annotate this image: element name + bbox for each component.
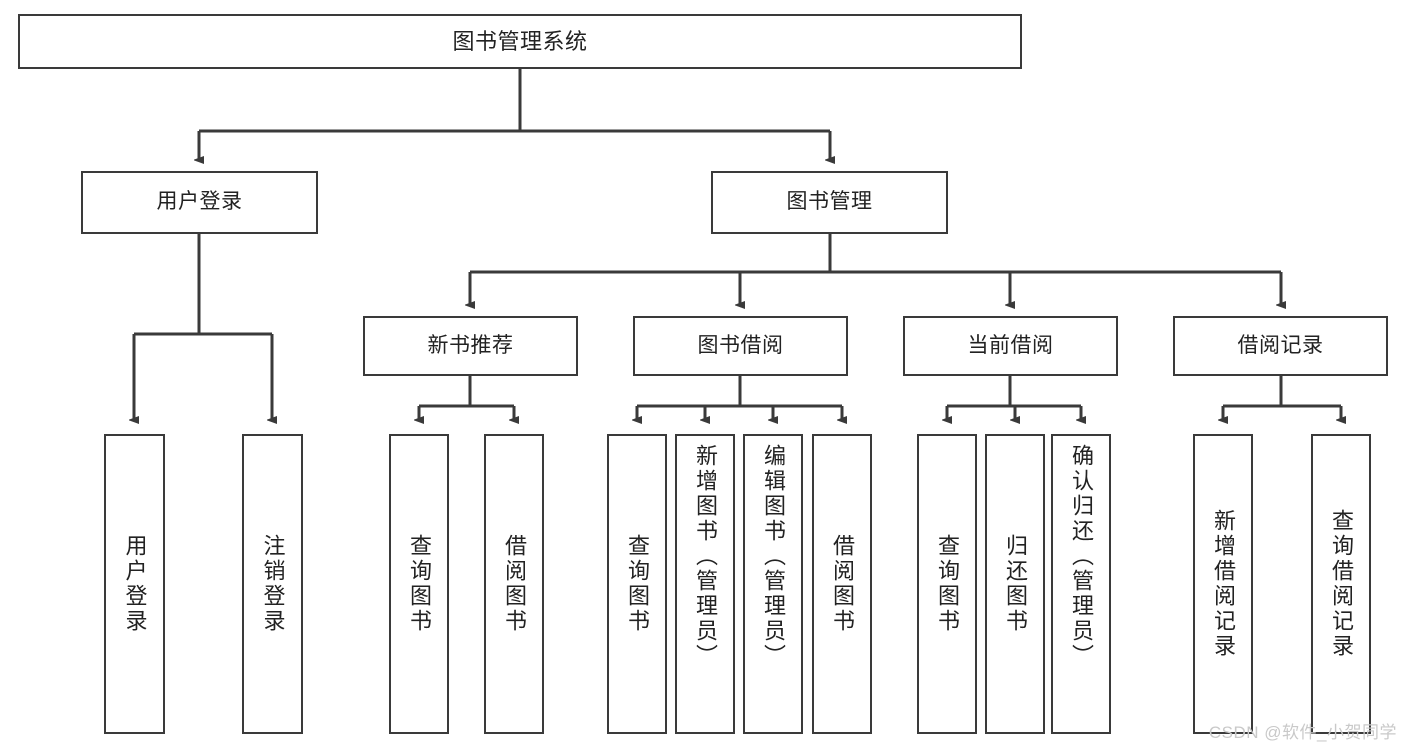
- node-label: 用户登录: [156, 190, 243, 214]
- leaf-confirm-return-admin[interactable]: 确认归还（管理员）: [1051, 434, 1111, 734]
- node-label: 查询图书: [407, 534, 432, 634]
- leaf-query-book-current[interactable]: 查询图书: [917, 434, 977, 734]
- node-label: 编辑图书（管理员）: [761, 444, 786, 669]
- leaf-borrow-book[interactable]: 借阅图书: [812, 434, 872, 734]
- node-label: 图书管理: [786, 190, 873, 214]
- node-current-borrow[interactable]: 当前借阅: [903, 316, 1118, 376]
- node-label: 确认归还（管理员）: [1069, 444, 1094, 669]
- node-label: 当前借阅: [967, 333, 1054, 357]
- node-label: 用户登录: [122, 534, 148, 634]
- leaf-logout[interactable]: 注销登录: [242, 434, 303, 734]
- node-label: 图书管理系统: [452, 28, 588, 54]
- leaf-query-book-recommend[interactable]: 查询图书: [389, 434, 449, 734]
- node-label: 查询借阅记录: [1329, 509, 1354, 659]
- node-book-borrow[interactable]: 图书借阅: [633, 316, 848, 376]
- node-label: 借阅记录: [1237, 333, 1324, 357]
- leaf-query-book-borrow[interactable]: 查询图书: [607, 434, 667, 734]
- node-book-management[interactable]: 图书管理: [711, 171, 948, 234]
- leaf-add-book-admin[interactable]: 新增图书（管理员）: [675, 434, 735, 734]
- node-user-login[interactable]: 用户登录: [81, 171, 318, 234]
- node-label: 新书推荐: [427, 333, 514, 357]
- node-label: 新增借阅记录: [1211, 509, 1236, 659]
- leaf-borrow-book-recommend[interactable]: 借阅图书: [484, 434, 544, 734]
- node-new-book-recommend[interactable]: 新书推荐: [363, 316, 578, 376]
- leaf-edit-book-admin[interactable]: 编辑图书（管理员）: [743, 434, 803, 734]
- leaf-query-borrow-record[interactable]: 查询借阅记录: [1311, 434, 1371, 734]
- leaf-return-book[interactable]: 归还图书: [985, 434, 1045, 734]
- node-label: 借阅图书: [830, 534, 855, 634]
- node-borrow-records[interactable]: 借阅记录: [1173, 316, 1388, 376]
- node-label: 归还图书: [1003, 534, 1028, 634]
- node-label: 查询图书: [625, 534, 650, 634]
- leaf-add-borrow-record[interactable]: 新增借阅记录: [1193, 434, 1253, 734]
- node-label: 注销登录: [260, 534, 286, 634]
- node-label: 新增图书（管理员）: [693, 444, 718, 669]
- node-label: 图书借阅: [697, 333, 784, 357]
- node-label: 查询图书: [935, 534, 960, 634]
- node-root-system[interactable]: 图书管理系统: [18, 14, 1022, 69]
- watermark: CSDN @软件_小贺同学: [1208, 723, 1397, 742]
- node-label: 借阅图书: [502, 534, 527, 634]
- leaf-user-login[interactable]: 用户登录: [104, 434, 165, 734]
